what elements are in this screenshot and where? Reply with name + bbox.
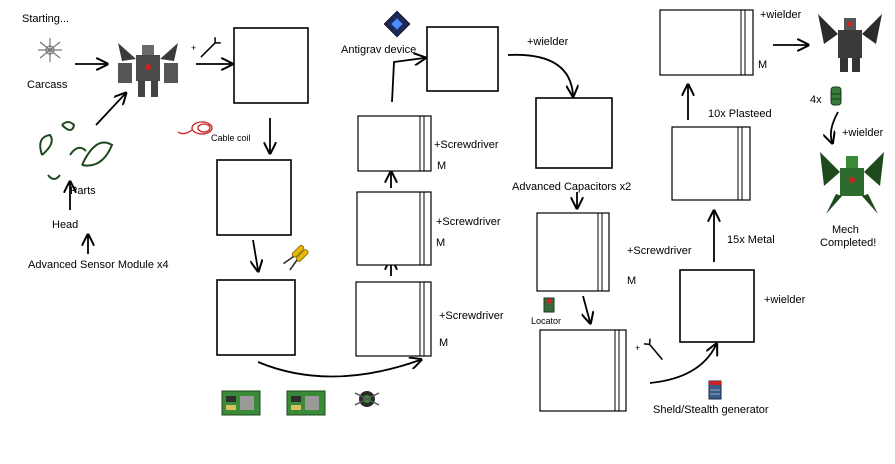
metal-label: 15x Metal [727, 234, 775, 246]
wielder-label-1: +wielder [527, 36, 569, 48]
frame-box-1 [233, 27, 309, 104]
wielder-label-3: +wielder [760, 9, 802, 21]
wrench-icon [643, 338, 664, 361]
arrow-box2-to-box3 [253, 239, 258, 270]
m-label-1: M [439, 337, 448, 349]
arrow-panel5-to-box6 [649, 345, 716, 384]
mech-sprite-dark-icon [818, 14, 882, 72]
panel-box-6 [671, 126, 751, 201]
antigrav-label: Antigrav device [341, 44, 416, 56]
mech-completed-label-1: Mech [832, 224, 859, 236]
locator-label: Locator [531, 316, 561, 326]
generator-icon [708, 380, 722, 400]
plasteel-count-label: 4x [810, 94, 822, 106]
wrench-icon [200, 37, 221, 58]
panel-box-3 [357, 115, 432, 172]
plasteel-label: 10x Plasteed [708, 108, 772, 120]
carcass-icon [38, 38, 62, 62]
circuit-board-icon [221, 390, 261, 416]
starting-label: Starting... [22, 13, 69, 25]
arrow-panel3-to-box4 [391, 58, 424, 103]
frame-box-4 [426, 26, 499, 92]
plus-label-2: + [635, 343, 640, 353]
frame-box-3 [216, 279, 296, 356]
m-label-2: M [436, 237, 445, 249]
wielder-label-4: +wielder [842, 127, 884, 139]
carcass-label: Carcass [27, 79, 68, 91]
panel-box-5 [539, 329, 627, 412]
frame-box-6 [679, 269, 755, 343]
screwdriver-label-3: +Screwdriver [434, 139, 499, 151]
panel-box-4 [536, 212, 610, 292]
wielder-label-2: +wielder [764, 294, 806, 306]
arrow-box3-to-panel1 [257, 360, 420, 378]
panel-box-7 [659, 9, 754, 76]
cable-coil-icon [177, 121, 213, 135]
frame-box-2 [216, 159, 292, 236]
parts-label: Parts [70, 185, 96, 197]
panel-box-1 [355, 281, 432, 357]
mech-completed-label-2: Completed! [820, 237, 876, 249]
sensor-icon [354, 391, 380, 407]
screwdriver-label-2: +Screwdriver [436, 216, 501, 228]
antigrav-device-icon [383, 10, 411, 38]
frame-box-5 [535, 97, 613, 169]
advanced-capacitors-label: Advanced Capacitors x2 [512, 181, 631, 193]
advanced-sensor-label: Advanced Sensor Module x4 [28, 259, 169, 271]
circuit-board-icon [286, 390, 326, 416]
arrow-parts-to-mech [95, 94, 125, 126]
parts-icon [39, 121, 114, 180]
arrow-mech-to-final [831, 111, 839, 142]
plasteel-icon [830, 86, 842, 106]
mech-sprite-gray-icon [118, 43, 178, 97]
screwdriver-label-1: +Screwdriver [439, 310, 504, 322]
cable-coil-label: Cable coil [211, 133, 251, 143]
plus-label-1: + [191, 43, 196, 53]
arrow-box4-to-box5 [507, 53, 573, 95]
screwdriver-label-4: +Screwdriver [627, 245, 692, 257]
mech-sprite-green-icon [820, 152, 884, 214]
shield-generator-label: Sheld/Stealth generator [653, 404, 769, 416]
m-label-4: M [627, 275, 636, 287]
wirecutters-icon [283, 244, 309, 271]
panel-box-2 [356, 191, 432, 266]
arrow-panel4-to-panel5 [583, 295, 590, 322]
locator-icon [543, 297, 555, 313]
m-label-5: M [758, 59, 767, 71]
m-label-3: M [437, 160, 446, 172]
head-label: Head [52, 219, 78, 231]
